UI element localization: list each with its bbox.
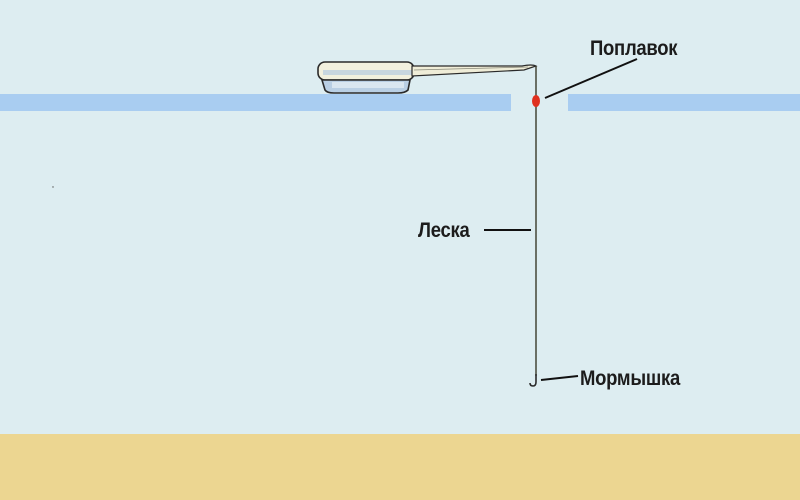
float-label: Поплавок	[590, 37, 678, 60]
ground	[0, 434, 800, 500]
jig-label: Мормышка	[580, 367, 681, 390]
jig	[529, 374, 537, 387]
line-label: Леска	[418, 219, 470, 242]
pointer-jig	[540, 375, 579, 381]
pointer-float	[544, 58, 638, 99]
fishing-rod	[317, 61, 538, 94]
ice-layer	[0, 94, 800, 111]
ice-left	[0, 94, 511, 111]
water-speck	[52, 186, 54, 188]
ice-right	[568, 94, 800, 111]
float	[532, 95, 540, 107]
